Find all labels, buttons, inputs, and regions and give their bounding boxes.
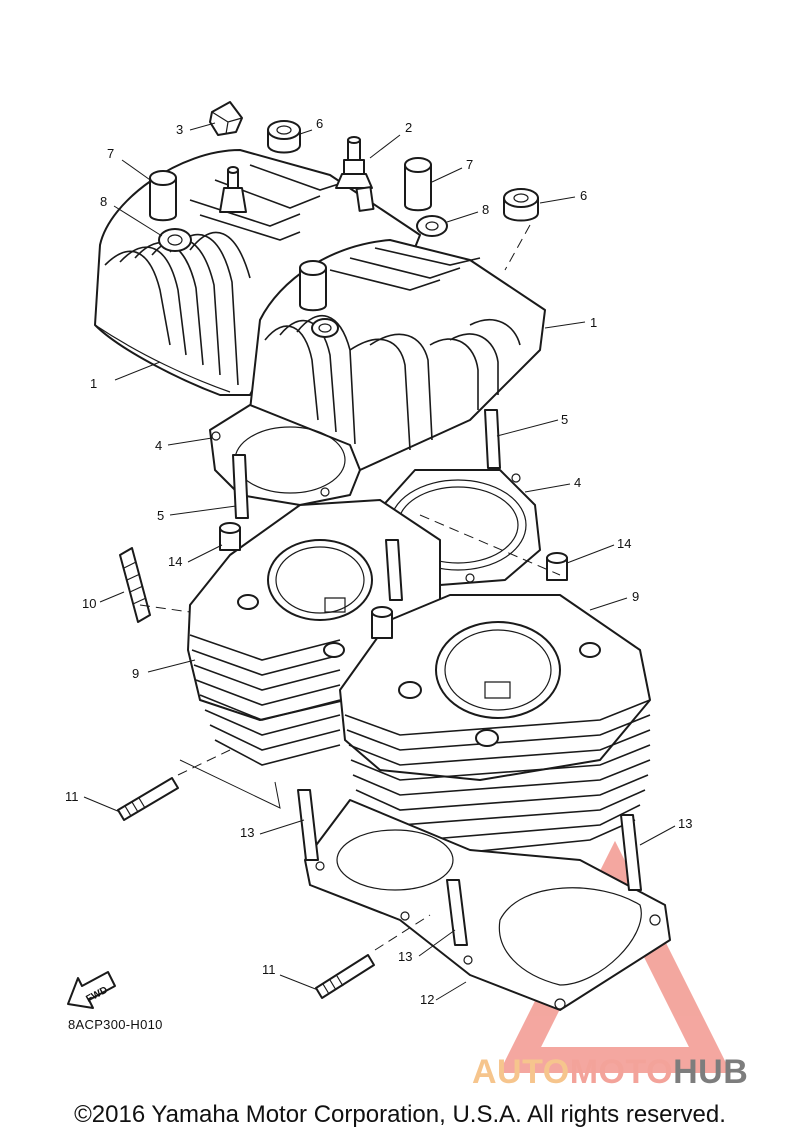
callout-2: 2 xyxy=(405,120,412,135)
logo-word-auto: AUTO xyxy=(472,1053,570,1091)
stud-right xyxy=(484,409,501,469)
callout-13-center: 13 xyxy=(398,949,412,964)
spark-plug-left xyxy=(219,166,247,213)
callout-10: 10 xyxy=(82,596,96,611)
washer-left xyxy=(158,228,192,252)
callout-11-bottom: 11 xyxy=(262,962,276,977)
callout-13-left: 13 xyxy=(240,825,254,840)
callout-9-left: 9 xyxy=(132,666,139,681)
callout-9-right: 9 xyxy=(632,589,639,604)
logo-word-moto: MOTO xyxy=(569,1053,674,1091)
collar-head xyxy=(299,260,327,312)
collar-right xyxy=(404,157,432,212)
callout-14-right: 14 xyxy=(617,536,631,551)
bolt-left xyxy=(219,522,241,551)
callout-14-left: 14 xyxy=(168,554,182,569)
bolt-center xyxy=(371,606,393,639)
callout-3: 3 xyxy=(176,122,183,137)
spring-plate xyxy=(119,547,151,623)
callout-6-left: 6 xyxy=(316,116,323,131)
callout-5-right: 5 xyxy=(561,412,568,427)
leader-lines xyxy=(83,122,676,1001)
nut-right xyxy=(503,188,539,222)
plug-cap xyxy=(209,101,243,136)
stud-11-a xyxy=(117,777,179,821)
cylinder-right xyxy=(339,594,651,856)
callout-1-right: 1 xyxy=(590,315,597,330)
callout-8-left: 8 xyxy=(100,194,107,209)
callout-4-right: 4 xyxy=(574,475,581,490)
washer-right xyxy=(416,215,448,237)
watermark-logo: AUTOMOTOHUB xyxy=(472,1053,748,1092)
callout-7-left: 7 xyxy=(107,146,114,161)
callout-6-right: 6 xyxy=(580,188,587,203)
callout-4-left: 4 xyxy=(155,438,162,453)
callout-12: 12 xyxy=(420,992,434,1007)
logo-word-hub: HUB xyxy=(673,1053,749,1091)
callout-labels: 1 1 2 3 4 4 5 5 6 6 7 7 8 8 9 9 10 11 11… xyxy=(65,116,692,1007)
stud-center xyxy=(385,539,403,601)
bolt-right xyxy=(546,552,568,581)
nut-left xyxy=(267,120,301,154)
callout-8-right: 8 xyxy=(482,202,489,217)
stud-13-b xyxy=(446,879,468,946)
spark-plug-right xyxy=(335,136,375,212)
fwd-arrow-icon: FWD xyxy=(67,971,116,1009)
base-gasket xyxy=(304,799,671,1011)
callout-11-top: 11 xyxy=(65,789,79,804)
diagram-code: 8ACP300-H010 xyxy=(68,1017,163,1032)
callout-5-left: 5 xyxy=(157,508,164,523)
callout-13-right: 13 xyxy=(678,816,692,831)
stud-13-c xyxy=(620,814,642,891)
stud-11-b xyxy=(315,954,375,999)
copyright-notice: ©2016 Yamaha Motor Corporation, U.S.A. A… xyxy=(74,1101,726,1128)
collar-left xyxy=(149,170,177,222)
callout-1-left: 1 xyxy=(90,376,97,391)
stud-left xyxy=(232,454,249,519)
callout-7-right: 7 xyxy=(466,157,473,172)
alignment-lines xyxy=(139,224,561,951)
stud-13-a xyxy=(297,789,319,861)
